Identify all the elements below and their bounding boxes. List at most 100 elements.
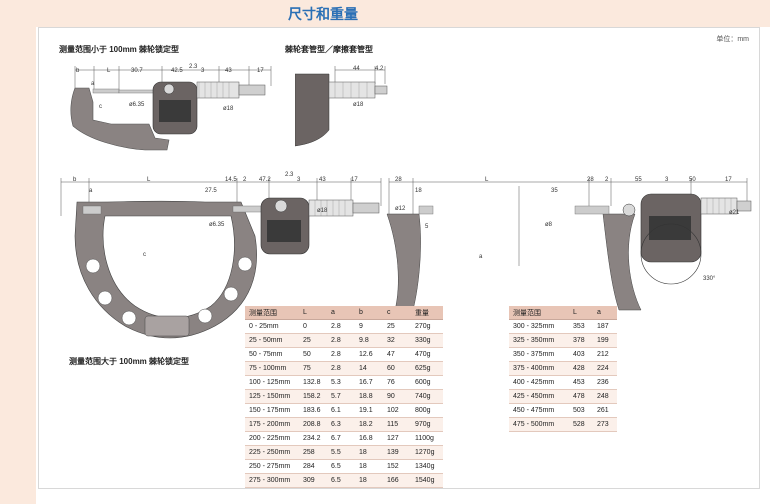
- table-cell: 2.8: [327, 361, 355, 376]
- table-header: 重量: [411, 306, 443, 320]
- table-cell: 16.7: [355, 375, 383, 390]
- table-cell: 2.8: [327, 347, 355, 362]
- table-cell: 470g: [411, 347, 443, 362]
- large-micrometer-drawing: [60, 178, 382, 339]
- table-cell: 350 - 375mm: [509, 347, 569, 362]
- table-cell: 224: [593, 361, 617, 376]
- dim-small-d18: ø18: [223, 106, 234, 112]
- table-cell: 18: [355, 459, 383, 474]
- dim-xl-2: 2: [605, 177, 609, 183]
- table-cell: 2.8: [327, 319, 355, 334]
- table-cell: 200 - 225mm: [245, 431, 299, 446]
- table-cell: 234.2: [299, 431, 327, 446]
- table-header: a: [593, 306, 617, 320]
- dim-xl-d21: ø21: [729, 210, 740, 216]
- table-cell: 403: [569, 347, 593, 362]
- dim-large-d18: ø18: [317, 208, 328, 214]
- table-cell: 175 - 200mm: [245, 417, 299, 432]
- dim-xl-330deg: 330°: [703, 276, 716, 282]
- table-cell: 75: [299, 361, 327, 376]
- table-cell: 6.5: [327, 473, 355, 488]
- table-cell: 18: [355, 445, 383, 460]
- table-cell: 1540g: [411, 473, 443, 488]
- xl-micrometer-drawing: [386, 178, 752, 311]
- table-cell: 261: [593, 403, 617, 418]
- table-cell: 5.7: [327, 389, 355, 404]
- table-cell: 425 - 450mm: [509, 389, 569, 404]
- table-cell: 139: [383, 445, 411, 460]
- table-cell: 75 - 100mm: [245, 361, 299, 376]
- dim-sleeve-44: 44: [353, 66, 360, 72]
- dim-large-d635: ø6.35: [209, 222, 225, 228]
- table-header-row: 测量范围 L a b c 重量: [245, 306, 443, 320]
- dim-large-14-5: 14.5: [225, 177, 237, 183]
- table-cell: 400 - 425mm: [509, 375, 569, 390]
- dim-small-L: L: [107, 68, 111, 74]
- table-cell: 309: [299, 473, 327, 488]
- table-cell: 60: [383, 361, 411, 376]
- table-cell: 273: [593, 417, 617, 432]
- dim-sleeve-d18: ø18: [353, 102, 364, 108]
- dim-large-b: b: [73, 177, 77, 183]
- table-header: L: [569, 306, 593, 320]
- table-cell: 478: [569, 389, 593, 404]
- dim-xl-55: 55: [635, 177, 642, 183]
- table-header-row: 测量范围 L a: [509, 306, 617, 320]
- table-cell: 6.1: [327, 403, 355, 418]
- table-cell: 183.6: [299, 403, 327, 418]
- table-cell: 125 - 150mm: [245, 389, 299, 404]
- table-cell: 330g: [411, 333, 443, 348]
- table-cell: 166: [383, 473, 411, 488]
- dim-large-47-2: 47.2: [259, 177, 271, 183]
- dim-xl-28-left: 28: [395, 177, 402, 183]
- table-cell: 208.8: [299, 417, 327, 432]
- dim-large-27-5: 27.5: [205, 188, 217, 194]
- page-title: 尺寸和重量: [288, 6, 358, 22]
- table-cell: 18: [355, 473, 383, 488]
- dim-sleeve-4-2: 4.2: [375, 66, 384, 72]
- content-panel: 单位：mm 测量范围小于 100mm 棘轮锁定型 棘轮套管型／摩擦套管型 测量范…: [38, 27, 760, 489]
- dim-large-L: L: [147, 177, 151, 183]
- table-cell: 600g: [411, 375, 443, 390]
- table-header: a: [327, 306, 355, 320]
- dim-small-42-5: 42.5: [171, 68, 183, 74]
- table-cell: 375 - 400mm: [509, 361, 569, 376]
- table-cell: 236: [593, 375, 617, 390]
- table-cell: 284: [299, 459, 327, 474]
- table-cell: 250 - 275mm: [245, 459, 299, 474]
- dim-small-3: 3: [201, 68, 205, 74]
- table-cell: 0 - 25mm: [245, 319, 299, 334]
- dim-small-c: c: [99, 104, 102, 110]
- table-cell: 76: [383, 375, 411, 390]
- table-cell: 800g: [411, 403, 443, 418]
- table-cell: 16.8: [355, 431, 383, 446]
- table-cell: 158.2: [299, 389, 327, 404]
- table-cell: 225 - 250mm: [245, 445, 299, 460]
- sleeve-type-drawing: [295, 66, 388, 147]
- dim-large-2-3: 2.3: [285, 172, 294, 178]
- table-cell: 248: [593, 389, 617, 404]
- table-header: 测量范围: [245, 306, 299, 320]
- table-cell: 150 - 175mm: [245, 403, 299, 418]
- table-cell: 25: [383, 319, 411, 334]
- table-cell: 353: [569, 319, 593, 334]
- table-cell: 450 - 475mm: [509, 403, 569, 418]
- table-cell: 5.5: [327, 445, 355, 460]
- dim-xl-d12: ø12: [395, 206, 406, 212]
- dim-xl-5: 5: [425, 224, 429, 230]
- unit-label: 单位：mm: [716, 36, 749, 43]
- small-micrometer-drawing: [70, 66, 272, 151]
